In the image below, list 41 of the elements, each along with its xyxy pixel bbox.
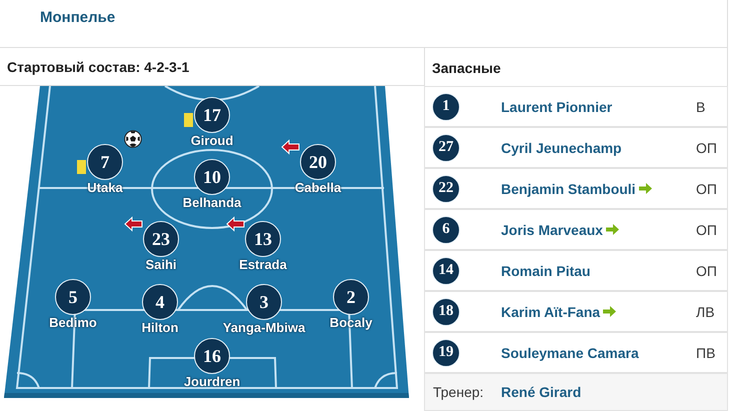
team-name: Монпелье [40,8,116,28]
player-name: Cyril Jeunechamp [501,138,622,156]
substitute-row [424,291,728,332]
section-heading: Стартовый состав: 4-2-3-1 [7,58,190,76]
player-name: Belhanda [182,195,242,211]
position-code: ОП [696,180,717,198]
player-marker: 22 [432,174,460,202]
coach-row [424,373,728,411]
player-name: Karim Aït-Fana [501,304,600,320]
player-name: Saihi [145,257,177,273]
player-name: Jourdren [184,374,240,390]
substitute-row [424,86,728,127]
player-name: Joris Marveaux [501,222,603,238]
player-name: Romain Pitau [501,262,590,280]
substitute-row [424,127,728,168]
player-name: Laurent Pionnier [501,98,612,116]
position-code: ОП [696,138,717,156]
player-name: Benjamin Stambouli [501,180,636,196]
player-name: Souleymane Camara [501,344,639,362]
player-marker: 6 [432,216,460,244]
position-code: ОП [696,220,717,238]
substitute-row [424,168,728,209]
substitute-row [424,250,728,291]
position-code: ЛВ [696,302,715,320]
player-name: Yanga-Mbiwa [222,320,306,336]
player-marker: 27 [432,134,460,162]
player-name: Estrada [239,257,287,273]
position-code: В [696,98,706,116]
coach-label: Тренер: [433,383,484,401]
player-name: Hilton [142,320,178,336]
player-name: Giroud [190,133,234,149]
position-code: ПВ [696,344,716,362]
player-marker: 19 [432,338,460,366]
player-marker: 18 [432,298,460,326]
substitute-row [424,332,728,373]
player-marker: 14 [432,256,460,284]
position-code: ОП [696,262,717,280]
coach-name: René Girard [501,383,582,401]
player-marker: 1 [432,92,460,120]
substitute-row [424,209,728,250]
section-heading: Запасные [432,59,501,77]
